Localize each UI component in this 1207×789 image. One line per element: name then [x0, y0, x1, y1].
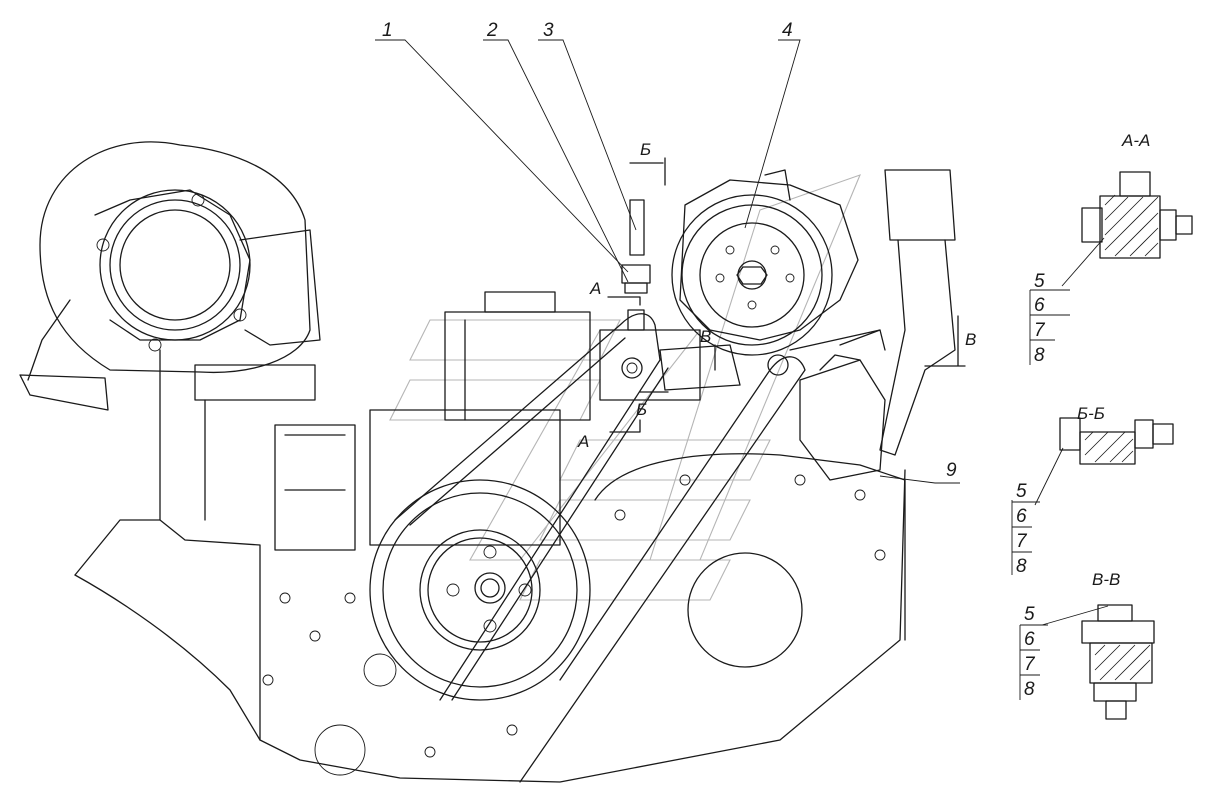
section-b-b: Б-Б 5 6 7 8 [1011, 404, 1174, 577]
section-v-v-title: В-В [1092, 570, 1120, 589]
b-item-7: 7 [1016, 531, 1028, 552]
marker-v-left: В [700, 327, 711, 346]
marker-b-bottom: Б [636, 400, 647, 419]
engine-block [74, 349, 906, 783]
marker-a-top: А [589, 279, 601, 298]
section-b-b-title: Б-Б [1077, 404, 1105, 423]
intake-manifold [444, 291, 591, 421]
v-item-8: 8 [1024, 679, 1035, 700]
callout-label-3: 3 [543, 20, 554, 41]
callout-label-2: 2 [486, 20, 498, 41]
b-item-8: 8 [1016, 556, 1027, 577]
v-item-7: 7 [1024, 654, 1036, 675]
a-item-8: 8 [1034, 345, 1045, 366]
b-item-6: 6 [1016, 506, 1027, 527]
callout-label-1: 1 [382, 20, 393, 41]
callout-label-4: 4 [782, 20, 793, 41]
injection-pump [789, 329, 886, 481]
section-a-a-title: А-А [1121, 131, 1150, 150]
tensioner-bracket [599, 199, 741, 401]
turbocharger [19, 141, 321, 411]
marker-a-bottom: А [577, 432, 589, 451]
a-item-6: 6 [1034, 295, 1045, 316]
section-v-v: В-В 5 6 7 8 [1019, 570, 1155, 720]
v-item-6: 6 [1024, 629, 1035, 650]
callout-label-9: 9 [946, 460, 957, 481]
section-cut-marks [607, 157, 966, 433]
a-item-7: 7 [1034, 320, 1046, 341]
v-item-5: 5 [1024, 604, 1035, 625]
exhaust-pipe [879, 169, 956, 456]
callout-leaders [375, 39, 960, 484]
section-a-a: А-А 5 6 7 8 [1029, 131, 1193, 366]
b-item-5: 5 [1016, 481, 1027, 502]
marker-b-top: Б [640, 140, 651, 159]
a-item-5: 5 [1034, 271, 1045, 292]
timing-cover [594, 453, 906, 668]
marker-v-right: В [965, 330, 976, 349]
crankshaft-pulley [369, 479, 591, 701]
